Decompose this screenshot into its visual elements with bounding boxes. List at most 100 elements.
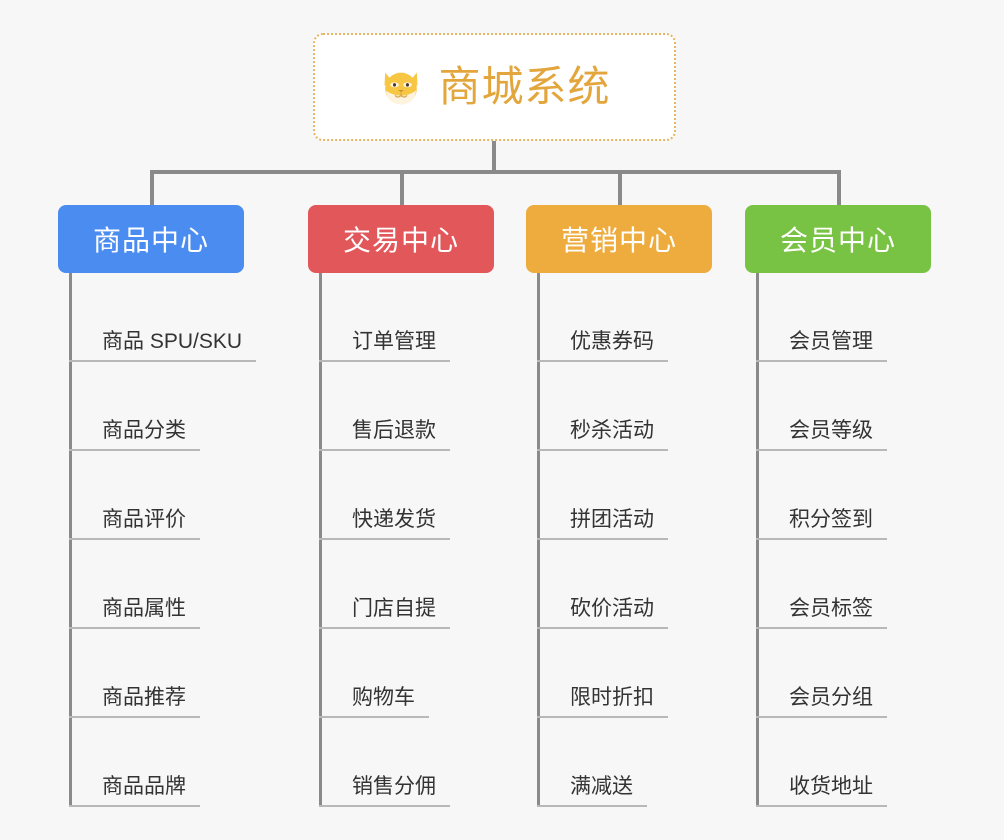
leaf-underline xyxy=(537,805,647,807)
leaf-underline xyxy=(319,627,450,629)
leaf-underline xyxy=(319,360,450,362)
leaf-label: 快递发货 xyxy=(352,508,436,531)
branch-header-3[interactable]: 营销中心 xyxy=(526,205,712,273)
leaf-list-3: 优惠券码秒杀活动拼团活动砍价活动限时折扣满减送 xyxy=(526,273,712,807)
leaf-label: 砍价活动 xyxy=(570,597,654,620)
leaf-label: 限时折扣 xyxy=(570,686,654,709)
branch-column-1: 商品中心商品 SPU/SKU 商品分类商品评价商品属性商品推荐商品品牌 xyxy=(58,205,256,807)
root-node[interactable]: 商城系统 xyxy=(313,33,676,141)
branch-spine-2 xyxy=(319,273,322,807)
branch-header-1[interactable]: 商品中心 xyxy=(58,205,244,273)
connector-drop-4 xyxy=(837,170,841,208)
shiba-dog-face-icon xyxy=(378,64,424,110)
leaf-item[interactable]: 门店自提 xyxy=(308,540,494,629)
leaf-underline xyxy=(537,716,668,718)
leaf-underline xyxy=(69,538,200,540)
connector-drop-1 xyxy=(150,170,154,208)
leaf-item[interactable]: 会员管理 xyxy=(745,273,931,362)
leaf-item[interactable]: 限时折扣 xyxy=(526,629,712,718)
leaf-underline xyxy=(69,805,200,807)
branch-header-label: 交易中心 xyxy=(342,225,459,256)
leaf-label: 销售分佣 xyxy=(352,775,436,798)
leaf-label: 商品分类 xyxy=(102,419,186,442)
branch-spine-4 xyxy=(756,273,759,807)
leaf-underline xyxy=(756,538,887,540)
leaf-label: 商品品牌 xyxy=(102,775,186,798)
leaf-item[interactable]: 砍价活动 xyxy=(526,540,712,629)
branch-spine-1 xyxy=(69,273,72,807)
leaf-item[interactable]: 销售分佣 xyxy=(308,718,494,807)
leaf-underline xyxy=(537,538,668,540)
leaf-underline xyxy=(69,716,200,718)
leaf-underline xyxy=(69,627,200,629)
leaf-label: 商品 SPU/SKU xyxy=(102,330,243,353)
leaf-underline xyxy=(69,360,256,362)
leaf-item[interactable]: 收货地址 xyxy=(745,718,931,807)
leaf-label: 商品推荐 xyxy=(102,686,186,709)
leaf-item[interactable]: 满减送 xyxy=(526,718,712,807)
branch-header-label: 营销中心 xyxy=(560,225,677,256)
leaf-label: 积分签到 xyxy=(789,508,873,531)
leaf-underline xyxy=(537,360,668,362)
leaf-label: 购物车 xyxy=(352,686,415,709)
leaf-list-1: 商品 SPU/SKU 商品分类商品评价商品属性商品推荐商品品牌 xyxy=(58,273,256,807)
leaf-label: 拼团活动 xyxy=(570,508,654,531)
leaf-item[interactable]: 会员分组 xyxy=(745,629,931,718)
leaf-item[interactable]: 会员标签 xyxy=(745,540,931,629)
leaf-label: 收货地址 xyxy=(789,775,873,798)
connector-drop-3 xyxy=(618,170,622,208)
leaf-label: 会员标签 xyxy=(789,597,873,620)
leaf-underline xyxy=(537,449,668,451)
leaf-label: 满减送 xyxy=(570,775,633,798)
branch-column-3: 营销中心优惠券码秒杀活动拼团活动砍价活动限时折扣满减送 xyxy=(526,205,712,807)
leaf-item[interactable]: 商品属性 xyxy=(58,540,244,629)
leaf-item[interactable]: 商品推荐 xyxy=(58,629,244,718)
leaf-underline xyxy=(756,805,887,807)
leaf-underline xyxy=(537,627,668,629)
leaf-label: 会员分组 xyxy=(789,686,873,709)
connector-root-stem xyxy=(492,141,496,172)
root-title: 商城系统 xyxy=(438,63,611,110)
leaf-item[interactable]: 积分签到 xyxy=(745,451,931,540)
leaf-underline xyxy=(319,538,450,540)
leaf-label: 商品评价 xyxy=(102,508,186,531)
branch-column-4: 会员中心会员管理会员等级积分签到会员标签会员分组收货地址 xyxy=(745,205,931,807)
branch-column-2: 交易中心订单管理售后退款快递发货门店自提购物车销售分佣 xyxy=(308,205,494,807)
leaf-item[interactable]: 会员等级 xyxy=(745,362,931,451)
leaf-label: 门店自提 xyxy=(352,597,436,620)
leaf-item[interactable]: 商品分类 xyxy=(58,362,244,451)
leaf-label: 优惠券码 xyxy=(570,330,654,353)
leaf-underline xyxy=(319,449,450,451)
leaf-label: 会员等级 xyxy=(789,419,873,442)
leaf-item[interactable]: 商品评价 xyxy=(58,451,244,540)
branch-header-label: 会员中心 xyxy=(779,225,896,256)
leaf-list-2: 订单管理售后退款快递发货门店自提购物车销售分佣 xyxy=(308,273,494,807)
leaf-item[interactable]: 秒杀活动 xyxy=(526,362,712,451)
leaf-item[interactable]: 售后退款 xyxy=(308,362,494,451)
leaf-underline xyxy=(69,449,200,451)
leaf-item[interactable]: 订单管理 xyxy=(308,273,494,362)
branch-header-label: 商品中心 xyxy=(92,225,209,256)
leaf-underline xyxy=(319,716,429,718)
leaf-underline xyxy=(319,805,450,807)
leaf-item[interactable]: 商品品牌 xyxy=(58,718,244,807)
leaf-label: 订单管理 xyxy=(352,330,436,353)
leaf-item[interactable]: 购物车 xyxy=(308,629,494,718)
leaf-label: 商品属性 xyxy=(102,597,186,620)
branch-header-2[interactable]: 交易中心 xyxy=(308,205,494,273)
connector-drop-2 xyxy=(400,170,404,208)
branch-spine-3 xyxy=(537,273,540,807)
leaf-label: 会员管理 xyxy=(789,330,873,353)
connector-horizontal-bus xyxy=(150,170,840,174)
leaf-underline xyxy=(756,360,887,362)
leaf-item[interactable]: 商品 SPU/SKU xyxy=(58,273,256,362)
leaf-underline xyxy=(756,716,887,718)
leaf-item[interactable]: 拼团活动 xyxy=(526,451,712,540)
leaf-underline xyxy=(756,627,887,629)
branch-header-4[interactable]: 会员中心 xyxy=(745,205,931,273)
leaf-item[interactable]: 优惠券码 xyxy=(526,273,712,362)
leaf-underline xyxy=(756,449,887,451)
leaf-list-4: 会员管理会员等级积分签到会员标签会员分组收货地址 xyxy=(745,273,931,807)
leaf-item[interactable]: 快递发货 xyxy=(308,451,494,540)
